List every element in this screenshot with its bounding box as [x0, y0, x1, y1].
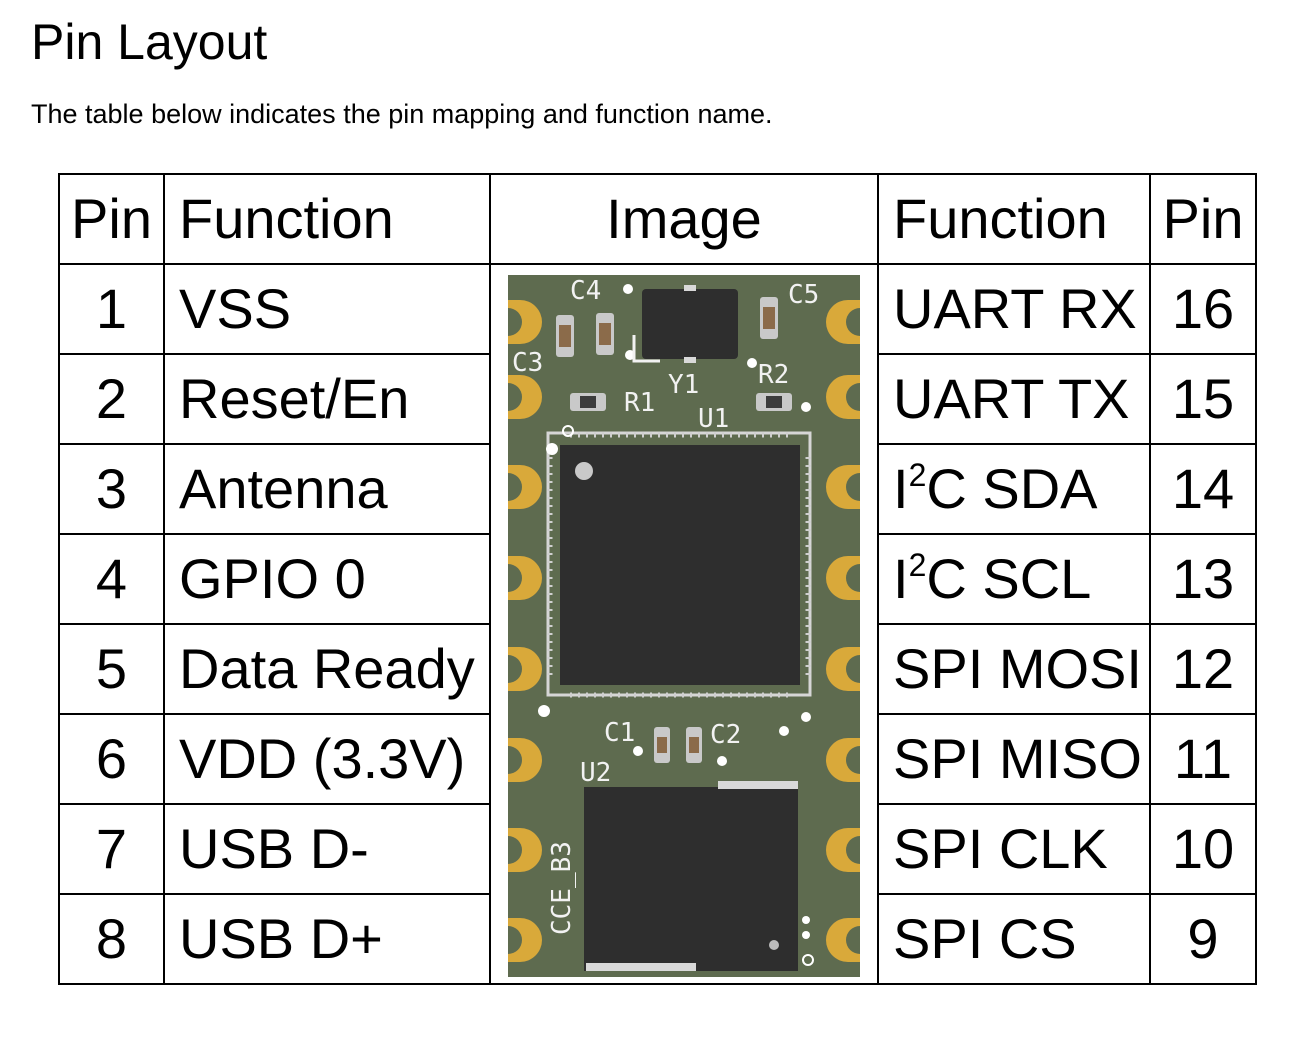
page-description: The table below indicates the pin mappin…: [31, 99, 773, 129]
silk-c1: C1: [604, 718, 635, 748]
silk-c4: C4: [570, 276, 601, 306]
function-right: SPI MISO: [877, 713, 1151, 805]
board-image: C4 C5 C3 Y1 R1 R2 U1 C1 C2 U2 CCE_B3: [508, 275, 860, 977]
pin-left: 1: [58, 263, 165, 355]
function-right: SPI CS: [877, 893, 1151, 985]
pin-right: 15: [1149, 353, 1257, 445]
header-pin-right: Pin: [1149, 173, 1257, 265]
function-left: Antenna: [163, 443, 491, 535]
function-right-pre: I: [893, 547, 909, 610]
table-row: 8 USB D+ SPI CS 9: [58, 893, 1257, 985]
pin-right: 16: [1149, 263, 1257, 355]
pin-left: 3: [58, 443, 165, 535]
table-header-row: Pin Function Image Function Pin: [58, 173, 1257, 265]
function-left: GPIO 0: [163, 533, 491, 625]
silk-corner-mark: [632, 335, 660, 363]
pin-right: 10: [1149, 803, 1257, 895]
crystal-y1: [642, 285, 738, 363]
function-right-superscript: 2: [908, 547, 927, 583]
pin-right: 12: [1149, 623, 1257, 715]
silk-r1: R1: [624, 388, 655, 418]
function-right: UART RX: [877, 263, 1151, 355]
header-function-left: Function: [163, 173, 491, 265]
silk-board-name: CCE_B3: [547, 841, 577, 935]
table-row: 5 Data Ready SPI MOSI 12: [58, 623, 1257, 715]
vias: [538, 284, 814, 966]
pin-right: 11: [1149, 713, 1257, 805]
function-right: I2C SCL: [877, 533, 1151, 625]
pin-left: 7: [58, 803, 165, 895]
pin-right: 9: [1149, 893, 1257, 985]
function-left: USB D+: [163, 893, 491, 985]
pin-right: 14: [1149, 443, 1257, 535]
function-left: VDD (3.3V): [163, 713, 491, 805]
function-right-post: C SCL: [926, 547, 1092, 610]
silk-u1: U1: [698, 404, 729, 434]
function-right: I2C SDA: [877, 443, 1151, 535]
function-right-superscript: 2: [908, 457, 927, 493]
small-capacitors: [556, 297, 792, 763]
table-row: 3 Antenna I2C SDA 14: [58, 443, 1257, 535]
function-left: Data Ready: [163, 623, 491, 715]
mcu-chip-u1: [546, 431, 812, 698]
silk-r2: R2: [758, 360, 789, 390]
pin-left: 2: [58, 353, 165, 445]
pin-left: 6: [58, 713, 165, 805]
header-image: Image: [489, 173, 879, 265]
table-row: 1 VSS: [58, 263, 1257, 985]
pin-table: Pin Function Image Function Pin 1 VSS: [58, 173, 1257, 985]
table-row: 6 VDD (3.3V) SPI MISO 11: [58, 713, 1257, 805]
silkscreen-labels: C4 C5 C3 Y1 R1 R2 U1 C1 C2 U2 CCE_B3: [512, 276, 819, 935]
function-right: SPI MOSI: [877, 623, 1151, 715]
board-image-cell: C4 C5 C3 Y1 R1 R2 U1 C1 C2 U2 CCE_B3: [489, 263, 879, 985]
pin-left: 4: [58, 533, 165, 625]
header-function-right: Function: [877, 173, 1151, 265]
silk-c5: C5: [788, 280, 819, 310]
pin-right: 13: [1149, 533, 1257, 625]
silk-y1: Y1: [668, 370, 699, 400]
table-row: 7 USB D- SPI CLK 10: [58, 803, 1257, 895]
pad-holes: [508, 308, 860, 954]
function-right: SPI CLK: [877, 803, 1151, 895]
pin-left: 8: [58, 893, 165, 985]
function-right-post: C SDA: [926, 457, 1098, 520]
header-pin-left: Pin: [58, 173, 165, 265]
function-left: Reset/En: [163, 353, 491, 445]
table-row: 4 GPIO 0 I2C SCL 13: [58, 533, 1257, 625]
table-row: 2 Reset/En UART TX 15: [58, 353, 1257, 445]
page-title: Pin Layout: [31, 14, 268, 70]
pin-left: 5: [58, 623, 165, 715]
silk-u2: U2: [580, 758, 611, 788]
silk-c3: C3: [512, 348, 543, 378]
function-right: UART TX: [877, 353, 1151, 445]
function-left: USB D-: [163, 803, 491, 895]
function-right-pre: I: [893, 457, 909, 520]
silk-c2: C2: [710, 720, 741, 750]
module-u2: [584, 781, 798, 971]
function-left: VSS: [163, 263, 491, 355]
